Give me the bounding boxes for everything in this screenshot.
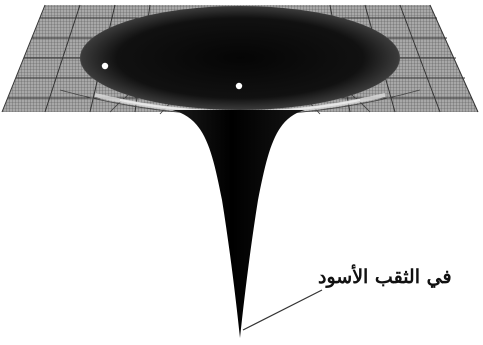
gravity-well-opening [80, 6, 400, 110]
black-hole-funnel [172, 110, 305, 338]
black-hole-label: في الثقب الأسود [318, 262, 483, 292]
marker-dot-center [236, 83, 242, 89]
marker-dot-left [102, 63, 108, 69]
label-pointer-line [243, 290, 322, 330]
